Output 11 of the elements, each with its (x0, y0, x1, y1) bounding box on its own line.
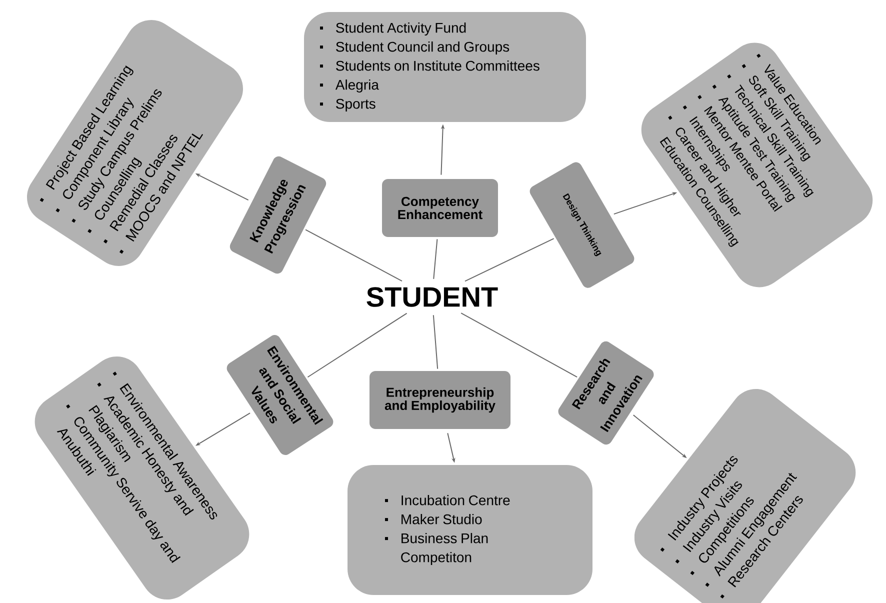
list-box: Student Activity Fund Student Council and Groups Students on Institute Committees Alegria Sports (304, 12, 586, 122)
category-box: Entrepreneurship and Employability (370, 371, 510, 429)
connector-line (307, 312, 408, 378)
connector-line (464, 238, 554, 282)
connector-line (305, 229, 402, 282)
connector-line (460, 312, 578, 378)
category-box: Competency Enhancement (382, 179, 498, 237)
connector-line (433, 238, 438, 280)
center-title: STUDENT (366, 287, 498, 307)
list-box: Incubation Centre Maker Studio Business Plan Competiton (348, 465, 592, 595)
connector-line (432, 314, 438, 370)
